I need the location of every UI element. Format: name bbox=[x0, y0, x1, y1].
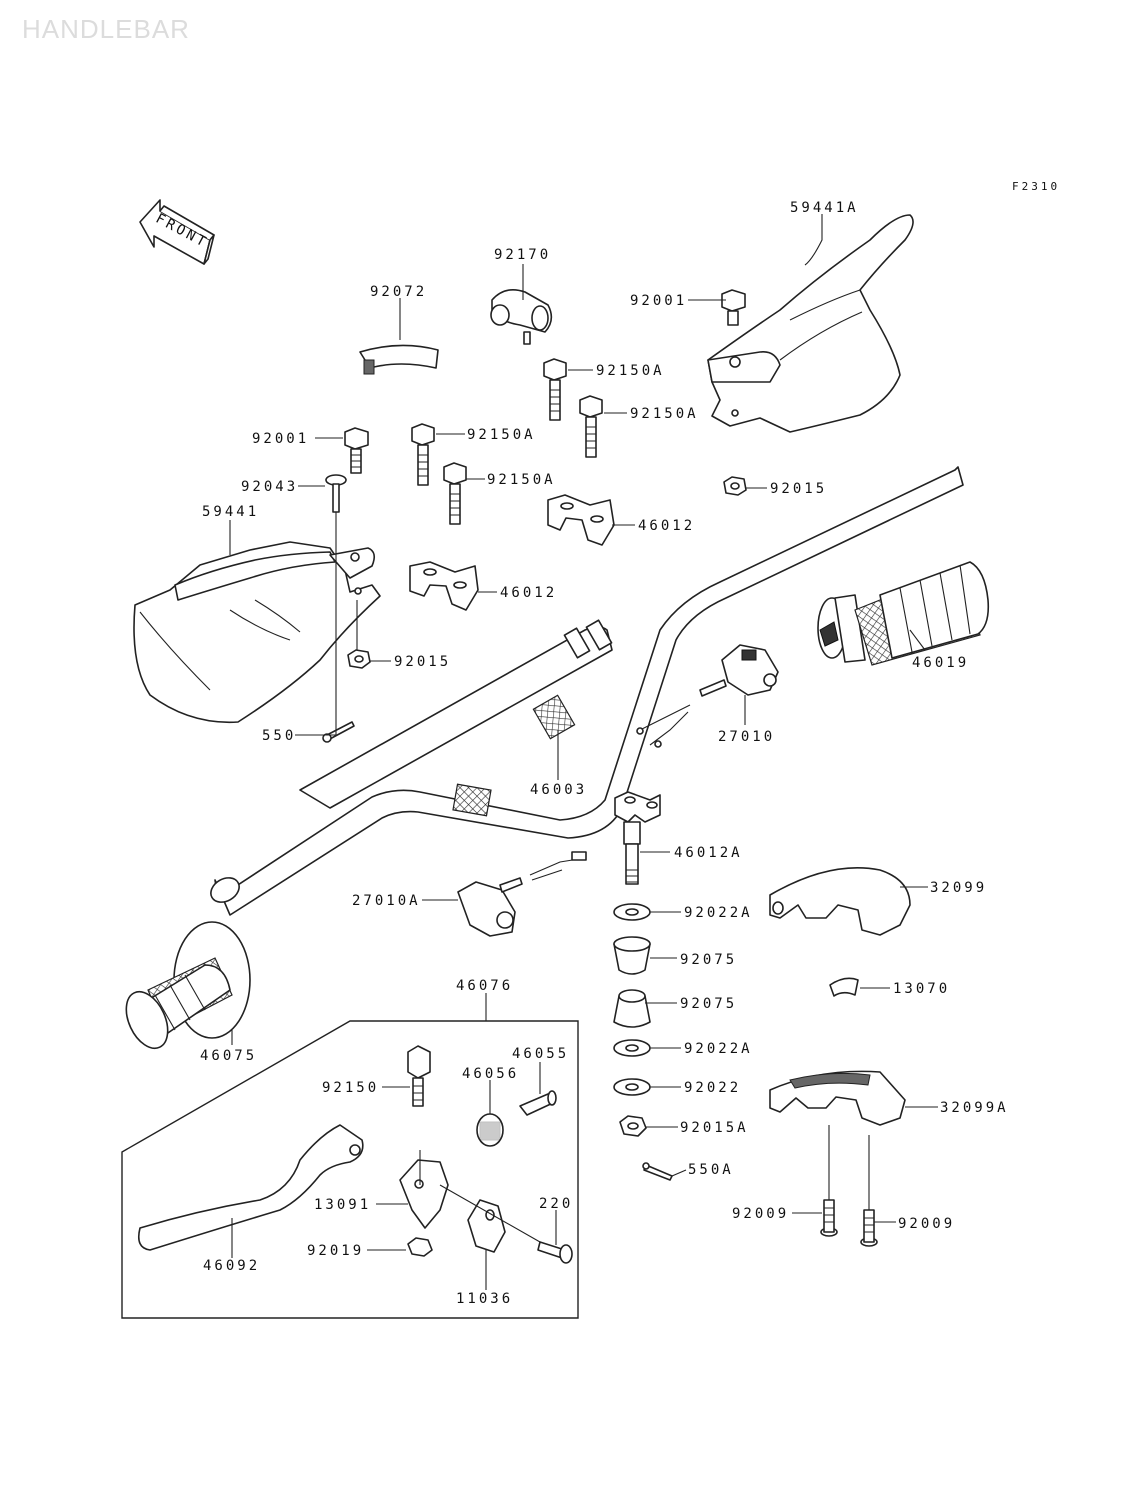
clutch-lever-assembly-box bbox=[121, 1020, 579, 1319]
cotter-pin-550 bbox=[322, 721, 355, 743]
part-labels: 59441A 92170 92072 92001 92150A 92150A 9… bbox=[200, 200, 1009, 1307]
bolt-92150A-1 bbox=[543, 358, 567, 421]
front-direction-arrow-icon: FRONT bbox=[139, 199, 215, 265]
holder-46012A bbox=[614, 791, 661, 885]
damper-92075-2 bbox=[613, 989, 651, 1028]
screw-220 bbox=[537, 1241, 573, 1264]
lever-holder-13091 bbox=[399, 1159, 449, 1229]
damper-92075-1 bbox=[613, 936, 651, 975]
grip-46019 bbox=[817, 561, 990, 666]
label-13070: 13070 bbox=[893, 981, 950, 997]
leader-lines bbox=[229, 214, 938, 1290]
label-550A: 550A bbox=[688, 1162, 734, 1178]
washer-92022 bbox=[613, 1078, 651, 1096]
label-46012A: 46012A bbox=[674, 845, 743, 861]
label-46055: 46055 bbox=[512, 1046, 569, 1062]
label-92001-left: 92001 bbox=[252, 431, 309, 447]
label-11036: 11036 bbox=[456, 1291, 513, 1307]
label-46003: 46003 bbox=[530, 782, 587, 798]
label-13091: 13091 bbox=[314, 1197, 371, 1213]
label-92170: 92170 bbox=[494, 247, 551, 263]
adjuster-46055 bbox=[519, 1090, 557, 1116]
holder-46012-upper bbox=[547, 494, 615, 546]
label-92072: 92072 bbox=[370, 284, 427, 300]
bolt-92150 bbox=[407, 1045, 431, 1107]
label-92150: 92150 bbox=[322, 1080, 379, 1096]
label-92022A-2: 92022A bbox=[684, 1041, 753, 1057]
holder-46012-lower bbox=[409, 561, 479, 611]
label-46092: 46092 bbox=[203, 1258, 260, 1274]
bolt-92150A-4 bbox=[443, 462, 467, 525]
pin-92043 bbox=[325, 474, 347, 513]
label-92001-right: 92001 bbox=[630, 293, 687, 309]
label-32099A: 32099A bbox=[940, 1100, 1009, 1116]
bolt-92001-left bbox=[344, 427, 369, 474]
label-59441A: 59441A bbox=[790, 200, 859, 216]
grip-46075 bbox=[125, 921, 251, 1050]
label-92022: 92022 bbox=[684, 1080, 741, 1096]
handguard-left-59441 bbox=[133, 541, 381, 724]
label-32099: 32099 bbox=[930, 880, 987, 896]
label-92150A-4: 92150A bbox=[487, 472, 556, 488]
nut-92019 bbox=[407, 1237, 433, 1257]
label-92022A-1: 92022A bbox=[684, 905, 753, 921]
clamp-11036 bbox=[467, 1199, 506, 1253]
washer-92022A-1 bbox=[613, 903, 651, 921]
label-92009-right: 92009 bbox=[898, 1216, 955, 1232]
label-92075-1: 92075 bbox=[680, 952, 737, 968]
adjuster-46056 bbox=[476, 1113, 504, 1147]
label-46076: 46076 bbox=[456, 978, 513, 994]
label-92150A-1: 92150A bbox=[596, 363, 665, 379]
label-92009-left: 92009 bbox=[732, 1206, 789, 1222]
label-46012-upper: 46012 bbox=[638, 518, 695, 534]
figure-code: F2310 bbox=[1012, 180, 1060, 193]
switch-27010 bbox=[636, 644, 779, 748]
nut-92015-left bbox=[347, 649, 371, 669]
nut-92015A bbox=[619, 1115, 647, 1137]
label-46056: 46056 bbox=[462, 1066, 519, 1082]
bolt-92150A-2 bbox=[579, 395, 603, 458]
washer-92022A-2 bbox=[613, 1039, 651, 1057]
watermark-title: HANDLEBAR bbox=[22, 14, 190, 44]
label-92019: 92019 bbox=[307, 1243, 364, 1259]
label-92150A-3: 92150A bbox=[467, 427, 536, 443]
label-46075: 46075 bbox=[200, 1048, 257, 1064]
label-92043: 92043 bbox=[241, 479, 298, 495]
clamp-32099A bbox=[769, 1070, 906, 1126]
label-27010A: 27010A bbox=[352, 893, 421, 909]
screw-92009-right bbox=[860, 1209, 878, 1247]
label-92015A: 92015A bbox=[680, 1120, 749, 1136]
lever-46092 bbox=[137, 1124, 364, 1251]
label-27010: 27010 bbox=[718, 729, 775, 745]
label-92075-2: 92075 bbox=[680, 996, 737, 1012]
label-46019: 46019 bbox=[912, 655, 969, 671]
nut-92015-right bbox=[723, 476, 747, 496]
label-550: 550 bbox=[262, 728, 296, 744]
screw-92009-left bbox=[820, 1199, 838, 1237]
bolt-92150A-3 bbox=[411, 423, 435, 486]
handguard-right-59441A bbox=[707, 214, 914, 433]
clamp-32099 bbox=[769, 867, 911, 936]
label-59441: 59441 bbox=[202, 504, 259, 520]
cotter-pin-550A bbox=[642, 1162, 673, 1181]
clamp-92170 bbox=[490, 289, 553, 345]
handlebar-46003 bbox=[210, 466, 964, 916]
label-92015-left: 92015 bbox=[394, 654, 451, 670]
shim-13070 bbox=[829, 977, 859, 997]
bolt-92001-right bbox=[721, 289, 746, 326]
strap-92072 bbox=[359, 344, 439, 375]
switch-27010A bbox=[457, 851, 587, 937]
label-92015-right: 92015 bbox=[770, 481, 827, 497]
label-220: 220 bbox=[539, 1196, 573, 1212]
label-46012-lower: 46012 bbox=[500, 585, 557, 601]
label-92150A-2: 92150A bbox=[630, 406, 699, 422]
